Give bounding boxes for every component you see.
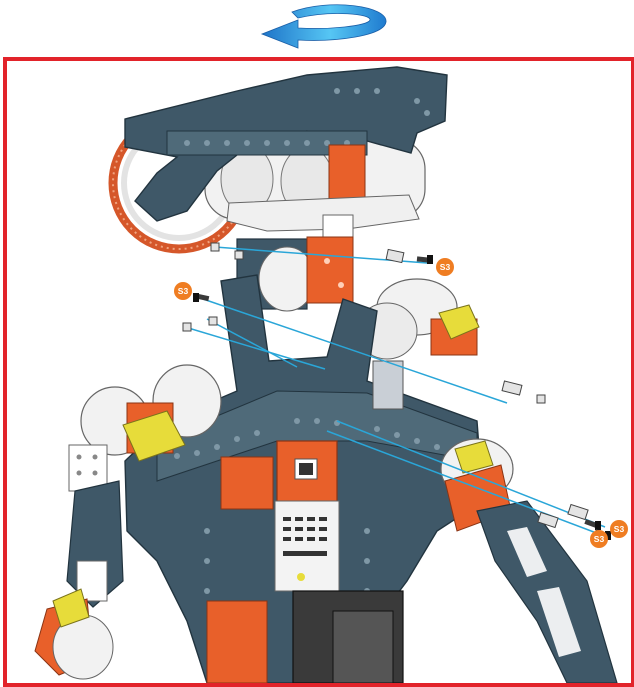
svg-text:S3: S3 [178, 286, 189, 296]
s3-badge: S3 [174, 282, 192, 300]
rotate-arrow-icon [0, 0, 634, 57]
svg-text:S3: S3 [594, 534, 605, 544]
s3-badge: S3 [610, 520, 628, 538]
s3-badge: S3 [436, 258, 454, 276]
robot-assembly-diagram: S3 S3 S3 S3 [7, 61, 631, 683]
right-arm [441, 439, 617, 683]
svg-text:S3: S3 [614, 524, 625, 534]
head-assembly [113, 67, 447, 249]
s3-badge: S3 [590, 530, 608, 548]
torso-frame [125, 275, 483, 683]
svg-text:S3: S3 [440, 262, 451, 272]
assembly-frame: S3 S3 S3 S3 [3, 57, 634, 687]
